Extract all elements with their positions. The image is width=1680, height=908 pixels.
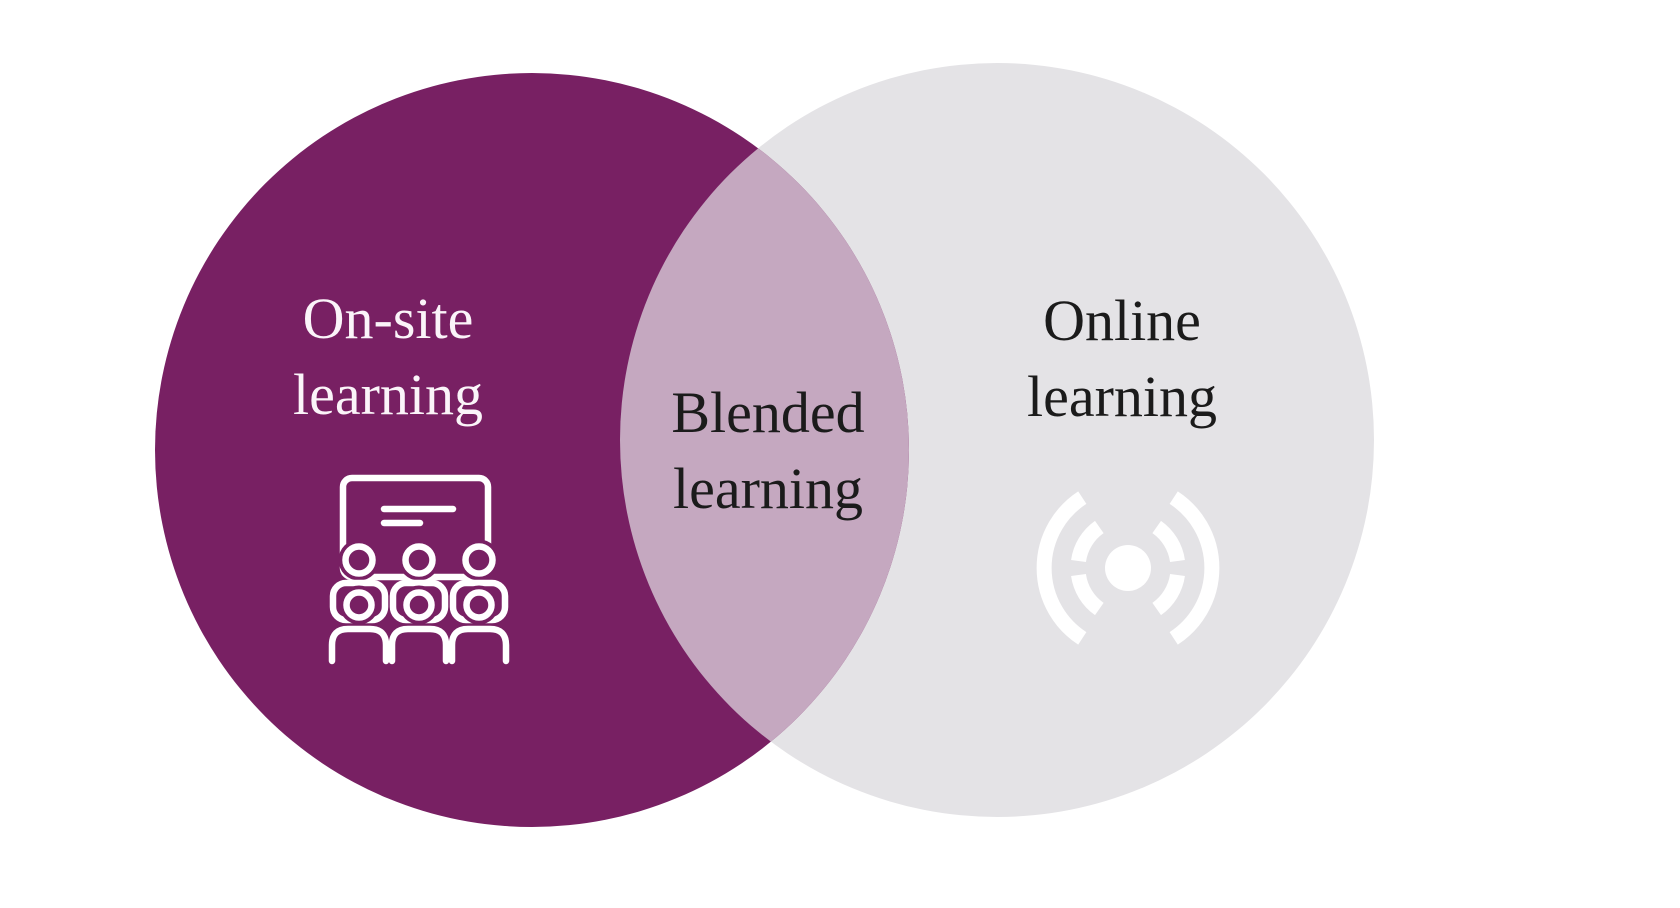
broadcast-icon-inner-left-arc-top [1071,520,1104,563]
on-site-learning-label-line2: learning [293,362,483,427]
classroom-icon-front-shoulders [448,625,510,665]
broadcast-icon [1036,491,1220,645]
blended-learning-overlap [620,73,909,817]
broadcast-icon-outer-left-arc [1036,491,1087,645]
classroom-icon-back-head [462,543,496,577]
classroom-icon-middle-head [343,589,375,621]
classroom-icon-back-head [342,543,376,577]
classroom-icon-middle-head [463,589,495,621]
classroom-icon-front-shoulders [328,625,390,665]
broadcast-icon-inner-right-arc-top [1152,520,1185,563]
broadcast-icon-center-dot [1105,545,1151,591]
blended-learning-label-line1: Blended [671,380,864,445]
classroom-icon-front-shoulders [388,625,450,665]
online-learning-label-line2: learning [1027,364,1217,429]
blended-learning-label-line2: learning [673,456,863,521]
broadcast-icon-outer-right-arc [1169,491,1220,645]
on-site-learning-label-line1: On-site [303,286,474,351]
classroom-icon [328,474,510,665]
online-learning-label-line1: Online [1043,288,1201,353]
classroom-icon-back-head [402,543,436,577]
classroom-icon-middle-head [403,589,435,621]
broadcast-icon-inner-right-arc-bottom [1152,573,1185,616]
broadcast-icon-inner-left-arc-bottom [1071,573,1104,616]
